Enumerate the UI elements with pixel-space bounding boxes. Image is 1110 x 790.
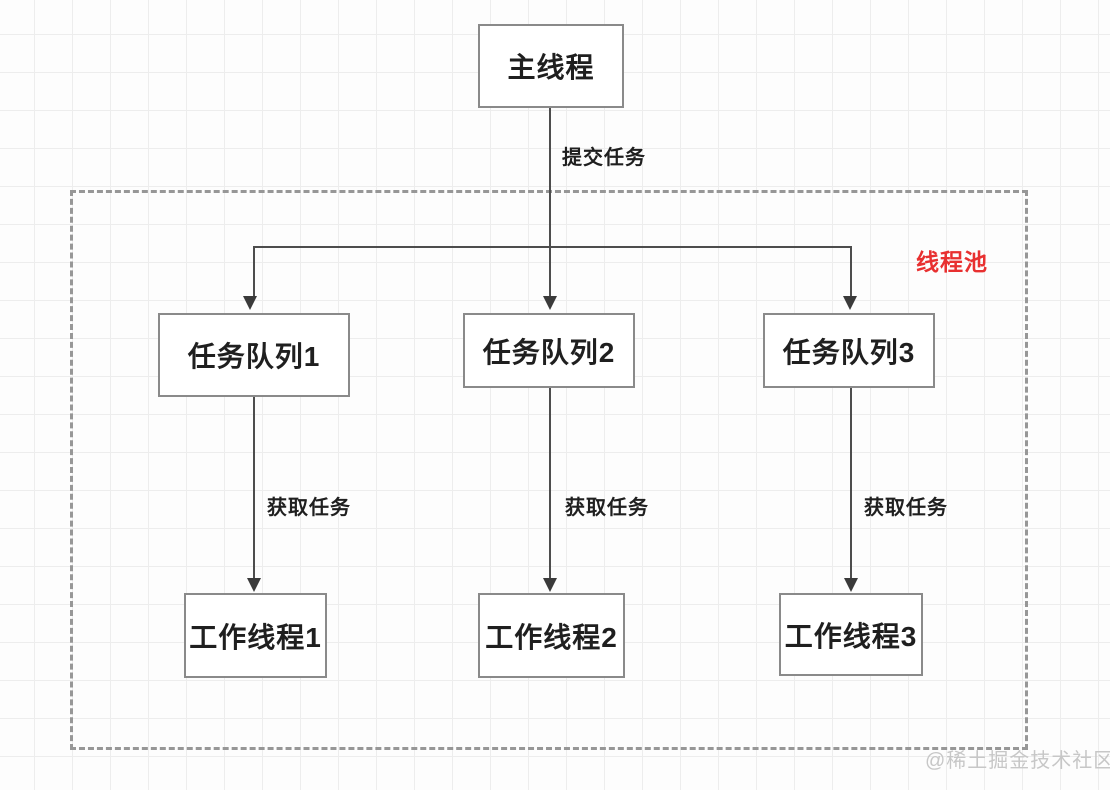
connector-drop-queue3 <box>850 246 852 298</box>
node-main-thread: 主线程 <box>478 24 624 108</box>
arrowhead-queue3-icon <box>843 296 857 310</box>
thread-pool-label: 线程池 <box>916 249 988 275</box>
connector-queue2-worker2 <box>549 388 551 579</box>
fetch-task-label-2: 获取任务 <box>565 497 649 519</box>
fetch-task-label-3: 获取任务 <box>864 497 948 519</box>
arrowhead-queue1-icon <box>243 296 257 310</box>
connector-drop-queue1 <box>253 246 255 298</box>
connector-main-vertical <box>549 108 551 298</box>
node-worker-thread-2: 工作线程2 <box>478 593 625 678</box>
node-task-queue-2: 任务队列2 <box>463 313 635 388</box>
arrowhead-worker2-icon <box>543 578 557 592</box>
arrowhead-worker1-icon <box>247 578 261 592</box>
node-worker-thread-3: 工作线程3 <box>779 593 923 676</box>
arrowhead-worker3-icon <box>844 578 858 592</box>
connector-queue1-worker1 <box>253 397 255 579</box>
node-task-queue-1: 任务队列1 <box>158 313 350 397</box>
submit-task-label: 提交任务 <box>562 147 646 169</box>
watermark: @稀土掘金技术社区 <box>925 750 1110 772</box>
connector-queue3-worker3 <box>850 388 852 579</box>
connector-distribution-horizontal <box>253 246 851 248</box>
node-task-queue-3: 任务队列3 <box>763 313 935 388</box>
node-worker-thread-1: 工作线程1 <box>184 593 327 678</box>
fetch-task-label-1: 获取任务 <box>267 497 351 519</box>
arrowhead-queue2-icon <box>543 296 557 310</box>
